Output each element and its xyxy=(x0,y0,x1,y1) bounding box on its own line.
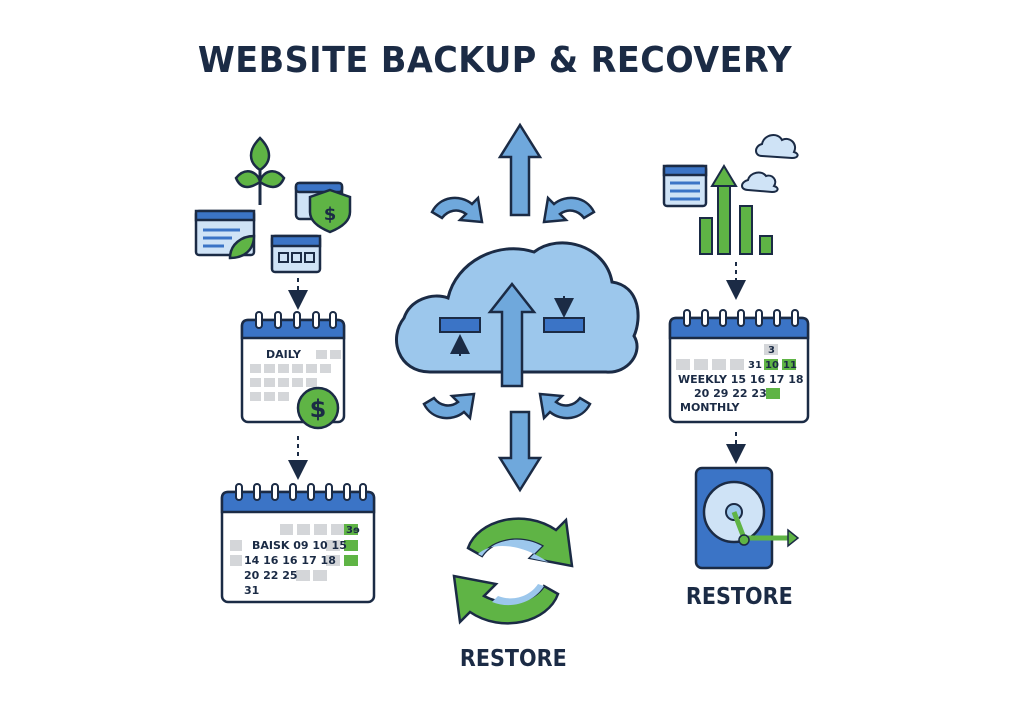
schedule-top-digit: 3 xyxy=(768,345,775,356)
up-arrow xyxy=(497,122,543,217)
schedule-calendar: 3 10 11 31 WEEKLY 15 16 17 18 20 29 22 2… xyxy=(668,309,810,424)
schedule-row-3: 20 29 22 23 xyxy=(694,387,767,400)
center-restore-label: RESTORE xyxy=(459,646,567,672)
backup-corner: 3ɘ xyxy=(346,525,360,536)
refresh-cycle-icon xyxy=(452,517,574,625)
daily-label: DAILY xyxy=(266,348,302,361)
shield-dollar-icon: $ xyxy=(294,181,352,234)
cloud-icon xyxy=(395,241,640,388)
curved-arrow-icons xyxy=(422,195,596,421)
svg-text:$: $ xyxy=(324,204,337,225)
down-arrow xyxy=(497,410,543,493)
right-restore-label: RESTORE xyxy=(685,584,793,610)
table-icon xyxy=(662,164,708,208)
svg-text:$: $ xyxy=(310,395,327,423)
calendar-widget-icon xyxy=(270,234,322,274)
hard-drive-icon xyxy=(694,466,800,570)
bar-chart-icon xyxy=(699,164,773,255)
schedule-top-digit: 10 xyxy=(765,360,779,371)
page-title: WEBSITE BACKUP & RECOVERY xyxy=(197,40,793,81)
small-cloud-icon xyxy=(741,171,779,194)
backup-row-1: BAISK 09 10 15 xyxy=(252,539,347,552)
schedule-row-2: WEEKLY 15 16 17 18 xyxy=(678,373,804,386)
schedule-top-digit: 11 xyxy=(783,360,797,371)
backup-row-2: 14 16 16 17 18 xyxy=(244,554,336,567)
dollar-coin-icon: $ xyxy=(296,386,340,430)
backup-row-4: 31 xyxy=(244,584,259,597)
backup-row-3: 20 22 25 xyxy=(244,569,298,582)
small-cloud-icon xyxy=(755,134,799,160)
schedule-row-1: 31 xyxy=(748,360,762,371)
window-icon xyxy=(194,209,256,260)
backup-calendar: 3ɘ BAISK 09 10 15 14 16 16 17 18 20 22 2… xyxy=(220,483,376,604)
schedule-row-4: MONTHLY xyxy=(680,401,741,414)
plant-icon xyxy=(234,136,286,205)
